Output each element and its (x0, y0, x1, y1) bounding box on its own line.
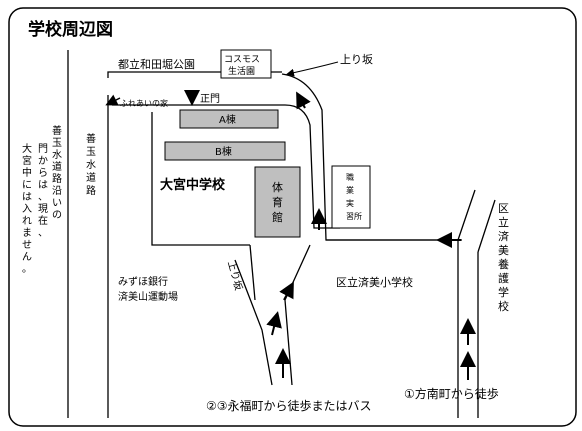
building-b-label: B棟 (215, 145, 232, 158)
vocational-label-2: 業 (346, 185, 354, 195)
svg-text:、: 、 (38, 192, 48, 203)
vocational-label-3: 実 (346, 198, 354, 208)
svg-text:い: い (52, 198, 62, 209)
svg-text:路: 路 (52, 172, 62, 185)
building-a (179, 109, 279, 129)
gate-note-vertical: 善玉水 道路沿 いの 門から は、現 在、 大宮中 には入 れませ ん。 (22, 124, 62, 275)
svg-text:校: 校 (498, 299, 509, 313)
vocational-label-1: 職 (346, 173, 354, 182)
gym-label-3: 館 (272, 210, 283, 224)
svg-text:玉: 玉 (52, 138, 62, 149)
gym-label-2: 育 (272, 195, 283, 209)
school-name: 大宮中学校 (160, 177, 226, 193)
route-arrow-south-2 (266, 311, 282, 336)
svg-text:立: 立 (498, 215, 509, 229)
svg-text:に: に (22, 179, 32, 191)
svg-text:ん: ん (22, 251, 32, 263)
cosmos-building (220, 49, 272, 79)
svg-text:善: 善 (86, 132, 96, 145)
water-road-vertical-label: 善玉水 道路 (86, 132, 96, 197)
svg-text:水: 水 (86, 159, 96, 171)
sport-ground-label: 済美山運動場 (118, 290, 178, 303)
vocational-building (331, 165, 371, 229)
gym-building (254, 166, 301, 238)
svg-text:現: 現 (38, 203, 48, 215)
school-south-boundary (249, 244, 256, 301)
access-route-23: ②③永福町から徒歩またはバス (206, 398, 372, 413)
svg-text:ら: ら (38, 167, 48, 179)
svg-text:路: 路 (86, 184, 96, 197)
svg-text:入: 入 (22, 204, 32, 215)
svg-text:宮: 宮 (22, 154, 32, 167)
cosmos-label-1: コスモス (224, 55, 260, 65)
svg-text:美: 美 (498, 244, 509, 257)
gym-label-1: 体 (272, 180, 283, 194)
inner-campus-road (112, 104, 340, 229)
cosmos-label-2: 生活園 (228, 65, 255, 77)
svg-text:門: 門 (38, 143, 48, 155)
route-arrow-south-1 (279, 281, 294, 301)
svg-text:道: 道 (52, 160, 62, 173)
svg-text:大: 大 (22, 142, 32, 155)
svg-text:れ: れ (22, 215, 32, 227)
main-south-road-left (234, 259, 273, 386)
svg-text:区: 区 (498, 202, 509, 215)
saibi-yogo-vertical-label: 区立済 美養護 学校 (498, 202, 509, 313)
svg-text:せ: せ (22, 239, 32, 251)
svg-text:善: 善 (52, 124, 62, 137)
vocational-label-4: 習所 (346, 211, 362, 221)
uphill-top-label: 上り坂 (340, 53, 373, 66)
route-arrow-curve (296, 91, 311, 110)
park-label: 都立和田堀公園 (118, 57, 195, 71)
map-title: 学校周辺図 (28, 19, 113, 40)
mizuho-label: みずほ銀行 (118, 275, 168, 288)
svg-text:護: 護 (498, 271, 509, 285)
svg-text:ま: ま (22, 227, 32, 239)
svg-text:学: 学 (498, 285, 509, 299)
saibi-elem-label: 区立済美小学校 (336, 275, 413, 289)
school-west-boundary (151, 112, 250, 246)
svg-text:、: 、 (38, 228, 48, 239)
fureai-label: ふれあいの家 (120, 98, 168, 108)
svg-text:。: 。 (22, 264, 32, 275)
svg-text:は: は (22, 191, 32, 203)
building-b (164, 141, 286, 161)
svg-text:の: の (52, 210, 62, 221)
svg-text:水: 水 (52, 149, 62, 161)
svg-text:沿: 沿 (52, 185, 62, 197)
svg-text:在: 在 (38, 215, 48, 227)
svg-text:中: 中 (22, 166, 32, 179)
building-a-label: A棟 (219, 113, 236, 126)
uphill-top-arrow (286, 61, 339, 77)
access-route-1: ①方南町から徒歩 (404, 386, 499, 401)
main-gate-label: 正門 (200, 93, 220, 105)
svg-text:道: 道 (86, 171, 96, 184)
svg-text:玉: 玉 (86, 147, 96, 158)
svg-text:は: は (38, 179, 48, 191)
svg-text:か: か (38, 155, 48, 167)
svg-text:養: 養 (498, 257, 509, 271)
water-road-arrow (105, 94, 121, 106)
svg-text:済: 済 (498, 229, 509, 243)
east-diagonal-road (457, 189, 496, 253)
